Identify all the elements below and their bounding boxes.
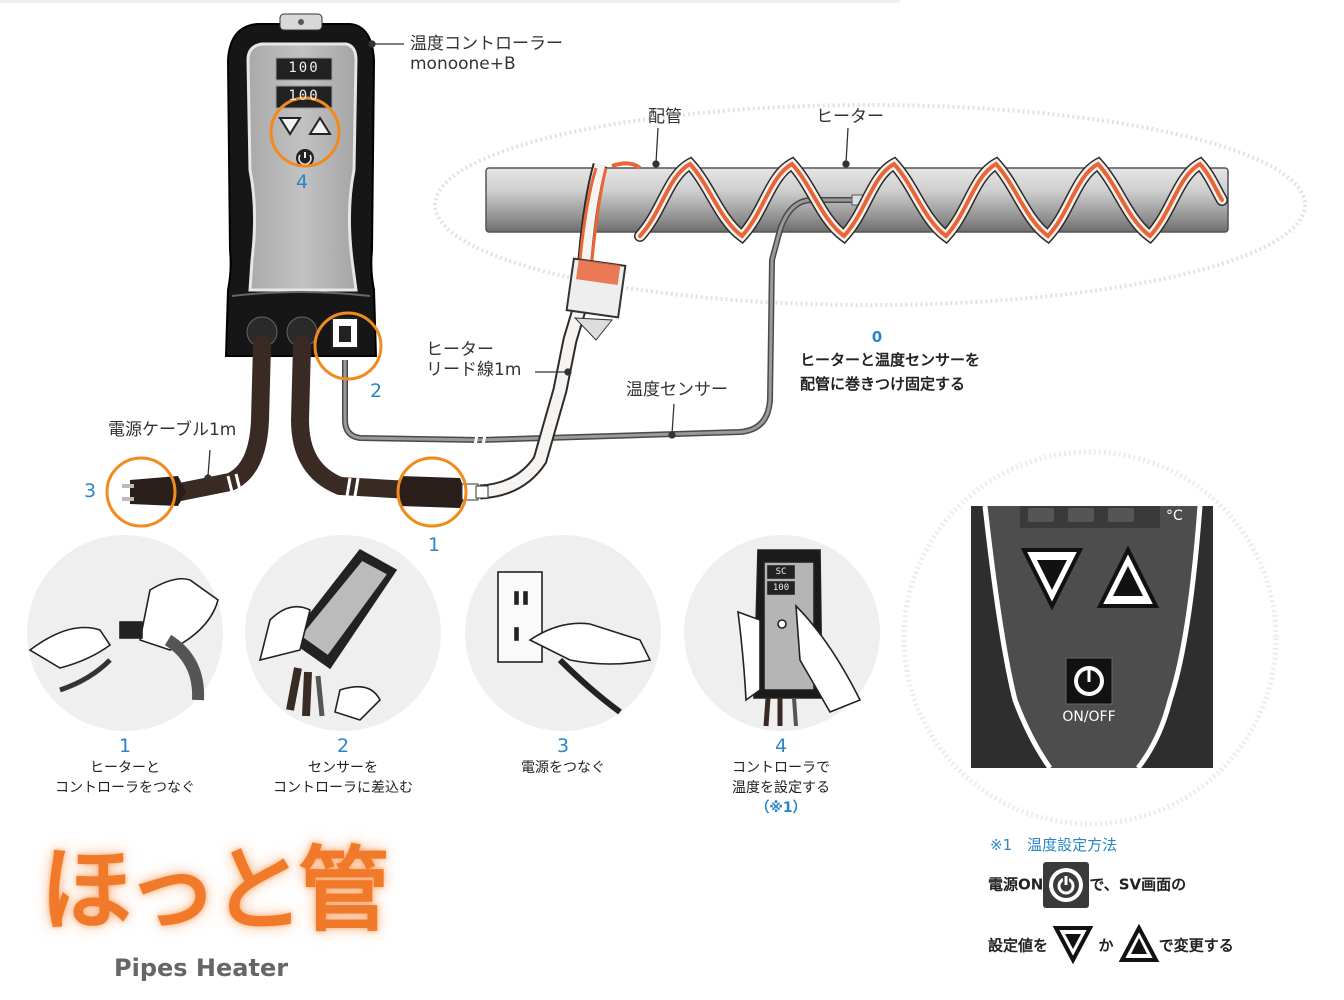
power-icon — [1043, 862, 1090, 908]
closeup-ring — [901, 449, 1279, 827]
controller-label-line2: monoone+B — [410, 54, 516, 75]
step-number: 4 — [774, 735, 788, 757]
controller-label: 温度コントローラー monoone+B — [410, 34, 563, 75]
heater-connector — [400, 476, 489, 508]
step-number: 2 — [336, 735, 350, 757]
callout-number-3: 3 — [84, 480, 97, 502]
power-plug — [122, 476, 186, 506]
controller-label-line1: 温度コントローラー — [410, 34, 563, 54]
callout-circles — [105, 96, 468, 528]
heater-spiral — [634, 156, 1228, 245]
step-line2: 温度を設定する — [732, 780, 830, 797]
closeup-panel — [971, 505, 1213, 770]
pipe-highlight-ellipse — [433, 103, 1307, 307]
controller-step-number: 4 — [296, 171, 309, 193]
step-caption-3: 3 電源をつなぐ — [468, 735, 658, 778]
callout-number-2: 2 — [370, 380, 383, 402]
wrap-instruction-number: 0 — [871, 328, 883, 346]
step-caption-2: 2 センサーを コントローラに差込む — [248, 735, 438, 798]
step-note: （※1） — [755, 800, 807, 817]
step-line1: コントローラで — [732, 759, 830, 776]
step-caption-4: 4 コントローラで 温度を設定する （※1） — [686, 735, 876, 819]
instructions-line1-suffix: で、SV画面の — [1089, 875, 1187, 894]
wrap-instruction-line1: ヒーターと温度センサーを — [800, 351, 981, 370]
heater-lead-label: ヒーター リード線1m — [426, 340, 521, 381]
callout-number-1: 1 — [428, 534, 441, 556]
step4-display-bottom: 100 — [772, 583, 790, 593]
step4-display-top: SC — [775, 567, 787, 577]
power-cable-label: 電源ケーブル1m — [108, 420, 237, 440]
instructions-line1-prefix: 電源ON — [988, 875, 1044, 894]
instructions-line2-suffix: で変更する — [1158, 936, 1234, 955]
step2-illustration — [258, 548, 398, 721]
instructions-line2: 設定値を か で変更する — [988, 923, 1234, 968]
heater-label: ヒーター — [816, 107, 884, 127]
step-line2: コントローラをつなぐ — [55, 780, 195, 797]
instructions-title: ※1 温度設定方法 — [990, 836, 1118, 854]
down-triangle-icon — [1052, 924, 1094, 968]
logo-sub: Pipes Heater — [114, 954, 289, 982]
heater-lead-ribbon — [479, 161, 642, 500]
logo-main: ほっと管 — [40, 837, 390, 944]
wrap-instruction: 0 ヒーターと温度センサーを 配管に巻きつけ固定する — [800, 326, 980, 396]
heater-lead-label-line1: ヒーター — [426, 340, 494, 360]
up-triangle-icon — [1118, 923, 1160, 968]
wrap-instruction-line2: 配管に巻きつけ固定する — [800, 374, 966, 393]
heater-lead-label-line2: リード線1m — [426, 360, 522, 381]
pipe-label: 配管 — [648, 107, 682, 127]
step-line2: コントローラに差込む — [273, 780, 413, 797]
controller-display-bottom: 100 — [288, 88, 320, 104]
step3-illustration — [497, 571, 652, 715]
instructions-line2-prefix: 設定値を — [988, 936, 1049, 955]
step-line1: センサーを — [308, 759, 378, 776]
temp-sensor-label: 温度センサー — [626, 380, 728, 400]
closeup-unit: °C — [1166, 508, 1183, 524]
step-caption-1: 1 ヒーターと コントローラをつなぐ — [30, 735, 220, 798]
step-number: 3 — [556, 735, 570, 757]
step1-illustration — [28, 577, 219, 701]
step-number: 1 — [118, 735, 132, 757]
dark-cables — [171, 336, 419, 501]
instructions-line1: 電源ON で、SV画面の — [988, 862, 1186, 908]
step-line1: ヒーターと — [90, 759, 160, 776]
controller-display-top: 100 — [288, 60, 320, 76]
closeup-display-digits — [1028, 508, 1134, 522]
closeup-onoff-label: ON/OFF — [1062, 709, 1116, 725]
instructions-line2-mid: か — [1098, 936, 1114, 955]
step4-illustration — [737, 549, 862, 727]
step-line1: 電源をつなぐ — [521, 759, 605, 776]
